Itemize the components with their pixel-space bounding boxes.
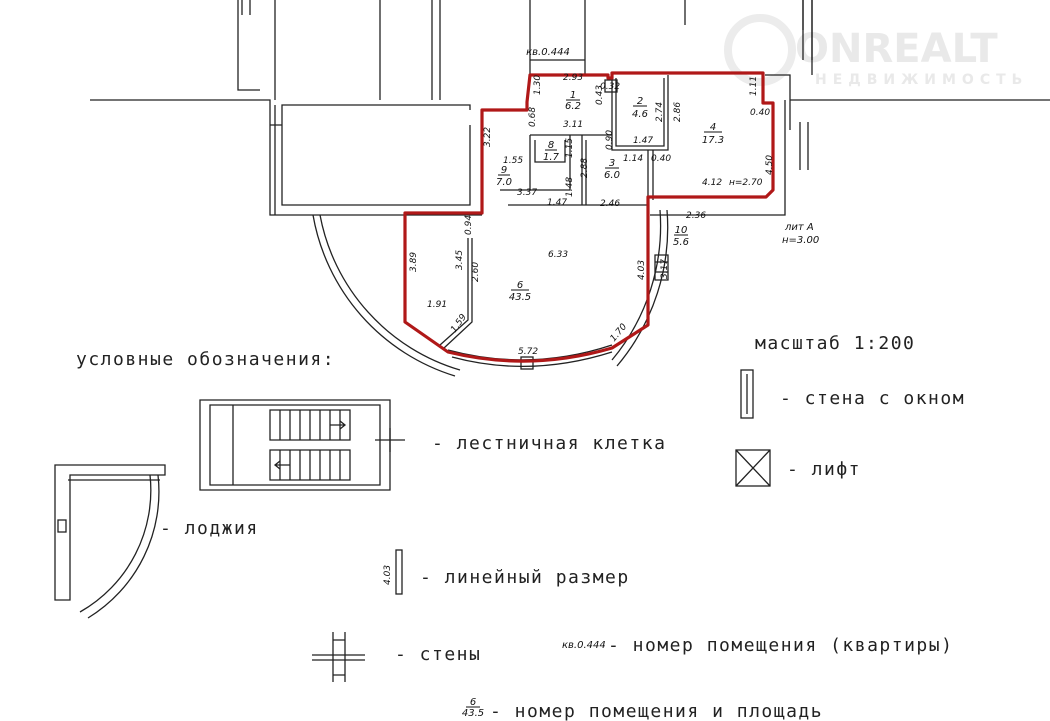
svg-text:43.5: 43.5 <box>509 292 531 303</box>
svg-text:0.43: 0.43 <box>595 85 605 105</box>
room-9: 97.0 <box>496 165 512 188</box>
svg-text:1: 1 <box>570 90 576 101</box>
apartment-number: кв.0.444 <box>526 47 570 58</box>
svg-text:17.3: 17.3 <box>702 135 724 146</box>
stairwell-symbol <box>199 399 405 491</box>
svg-text:4.12: 4.12 <box>702 178 722 188</box>
svg-text:- линейный размер: - линейный размер <box>420 567 630 588</box>
legend: условные обозначения: масштаб 1:200 - ст… <box>54 333 965 721</box>
svg-text:3.11: 3.11 <box>563 120 583 130</box>
linear-dim-symbol: 4.03 <box>383 549 403 595</box>
svg-text:0.32: 0.32 <box>600 82 620 92</box>
svg-text:2: 2 <box>637 96 643 107</box>
svg-text:1.7: 1.7 <box>543 152 560 163</box>
svg-text:3.89: 3.89 <box>409 252 419 272</box>
svg-text:3: 3 <box>609 158 615 169</box>
svg-text:4.03: 4.03 <box>383 565 393 585</box>
svg-text:6: 6 <box>517 280 523 291</box>
scale-label: масштаб 1:200 <box>755 333 915 354</box>
svg-text:2.36: 2.36 <box>686 211 706 221</box>
walls-symbol <box>312 632 365 682</box>
svg-text:3.22: 3.22 <box>483 127 493 147</box>
room-6: 643.5 <box>509 280 531 303</box>
svg-text:1.48: 1.48 <box>565 177 575 197</box>
room-8: 81.7 <box>543 140 560 163</box>
svg-text:4.6: 4.6 <box>632 109 648 120</box>
svg-text:3.45: 3.45 <box>455 250 465 270</box>
svg-text:43.5: 43.5 <box>462 708 484 719</box>
room-labels: кв.0.444 16.2 24.6 36.0 417.3 643.5 81.7… <box>496 47 819 303</box>
svg-text:1.30: 1.30 <box>533 75 543 95</box>
svg-text:1.47: 1.47 <box>633 136 653 146</box>
svg-text:0.40: 0.40 <box>750 108 770 118</box>
svg-text:5.6: 5.6 <box>673 237 689 248</box>
svg-text:0.40: 0.40 <box>651 154 671 164</box>
svg-text:2.60: 2.60 <box>471 262 481 282</box>
interior-walls <box>439 75 669 370</box>
svg-text:0.94: 0.94 <box>464 215 474 235</box>
legend-title: условные обозначения: <box>76 349 335 370</box>
svg-text:1.59: 1.59 <box>449 312 469 334</box>
svg-text:- стены: - стены <box>395 644 481 665</box>
svg-text:6.2: 6.2 <box>565 101 581 112</box>
svg-text:5.72: 5.72 <box>518 347 538 357</box>
dimensions: 2.93 1.30 0.43 0.32 2.74 2.86 1.11 0.40 … <box>409 73 775 357</box>
svg-text:4: 4 <box>710 122 716 133</box>
svg-text:- стена с окном: - стена с окном <box>780 388 965 409</box>
lit-label: лит А <box>784 222 814 233</box>
svg-text:- лестничная клетка: - лестничная клетка <box>432 433 666 454</box>
svg-text:2.86: 2.86 <box>673 102 683 122</box>
svg-text:- номер помещения (квартиры): - номер помещения (квартиры) <box>608 635 953 656</box>
svg-text:1.14: 1.14 <box>623 154 643 164</box>
svg-text:0.68: 0.68 <box>528 107 538 127</box>
svg-text:н=2.70: н=2.70 <box>729 178 763 188</box>
svg-text:1.55: 1.55 <box>503 156 523 166</box>
apartment-outline <box>403 71 775 363</box>
svg-text:6.0: 6.0 <box>604 170 620 181</box>
svg-text:2.88: 2.88 <box>580 158 590 178</box>
window-wall-symbol <box>740 369 754 419</box>
loggia-symbol <box>54 464 166 619</box>
svg-text:8: 8 <box>548 140 554 151</box>
svg-text:2.74: 2.74 <box>655 102 665 122</box>
svg-text:10: 10 <box>675 225 688 236</box>
svg-text:3.17: 3.17 <box>660 259 670 279</box>
svg-text:9: 9 <box>501 165 507 176</box>
svg-text:- лоджия: - лоджия <box>160 518 259 539</box>
svg-text:НЕДВИЖИМОСТЬ: НЕДВИЖИМОСТЬ <box>815 72 1028 88</box>
svg-text:1.15: 1.15 <box>565 138 575 158</box>
svg-text:6: 6 <box>470 697 476 708</box>
svg-text:2.93: 2.93 <box>563 73 583 83</box>
svg-text:1.11: 1.11 <box>749 76 759 96</box>
elevator-symbol <box>735 449 771 487</box>
svg-text:- лифт: - лифт <box>787 459 861 480</box>
svg-text:3.37: 3.37 <box>517 188 537 198</box>
svg-text:4.03: 4.03 <box>637 260 647 280</box>
svg-text:7.0: 7.0 <box>496 177 512 188</box>
room-10: 105.6 <box>673 225 689 248</box>
svg-text:1.91: 1.91 <box>427 300 447 310</box>
svg-text:6.33: 6.33 <box>548 250 568 260</box>
svg-text:кв.0.444: кв.0.444 <box>562 640 606 651</box>
height-label: н=3.00 <box>782 235 819 246</box>
svg-text:- номер помещения и площадь: - номер помещения и площадь <box>490 701 823 721</box>
room-3: 36.0 <box>604 158 620 181</box>
svg-text:ONREALT: ONREALT <box>795 26 998 72</box>
room-1: 16.2 <box>565 90 581 112</box>
svg-text:0.90: 0.90 <box>605 130 615 150</box>
svg-text:1.47: 1.47 <box>547 198 567 208</box>
watermark: ONREALT НЕДВИЖИМОСТЬ <box>724 14 1028 88</box>
room-2: 24.6 <box>632 96 648 120</box>
svg-text:4.50: 4.50 <box>765 155 775 175</box>
room-4: 417.3 <box>702 122 724 146</box>
svg-text:2.46: 2.46 <box>600 199 620 209</box>
